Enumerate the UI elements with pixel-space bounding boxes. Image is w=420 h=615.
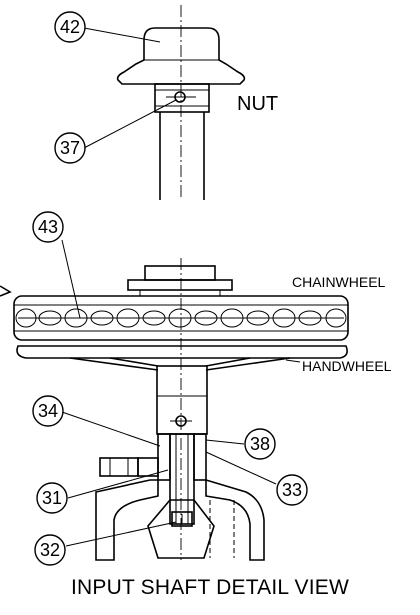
handwheel-rim xyxy=(16,345,348,359)
svg-text:43: 43 xyxy=(38,217,58,237)
svg-text:38: 38 xyxy=(250,434,270,454)
svg-text:34: 34 xyxy=(38,401,58,421)
balloon-34: 34 xyxy=(32,395,64,427)
input-shaft-hub xyxy=(156,365,208,435)
nut-collar xyxy=(154,83,210,113)
shaft-section xyxy=(95,258,265,561)
svg-text:31: 31 xyxy=(42,488,62,508)
label-chainwheel: CHAINWHEEL xyxy=(292,274,386,290)
balloon-32: 32 xyxy=(34,534,66,566)
balloon-38: 38 xyxy=(244,428,276,460)
handwheel-spokes xyxy=(69,357,291,371)
label-handwheel: HANDWHEEL xyxy=(302,358,392,374)
housing-left xyxy=(95,479,159,561)
label-nut: NUT xyxy=(237,93,278,115)
nut-body xyxy=(116,27,246,85)
svg-text:33: 33 xyxy=(282,480,302,500)
nut-assembly xyxy=(116,5,246,200)
wheel-hub-top xyxy=(144,265,216,281)
svg-text:42: 42 xyxy=(60,17,80,37)
balloon-43: 43 xyxy=(32,211,64,243)
svg-text:32: 32 xyxy=(40,540,60,560)
wheel-assembly xyxy=(0,265,349,371)
drawing-caption: INPUT SHAFT DETAIL VIEW xyxy=(70,576,350,599)
side-bolt xyxy=(99,457,139,477)
bevel-gear xyxy=(147,499,215,559)
svg-text:37: 37 xyxy=(60,138,80,158)
balloon-33: 33 xyxy=(276,474,308,506)
balloon-31: 31 xyxy=(36,482,68,514)
leader-lines xyxy=(61,27,277,547)
balloon-42: 42 xyxy=(54,11,86,43)
housing-right xyxy=(205,478,265,561)
input-shaft xyxy=(169,433,195,525)
balloon-37: 37 xyxy=(54,132,86,164)
